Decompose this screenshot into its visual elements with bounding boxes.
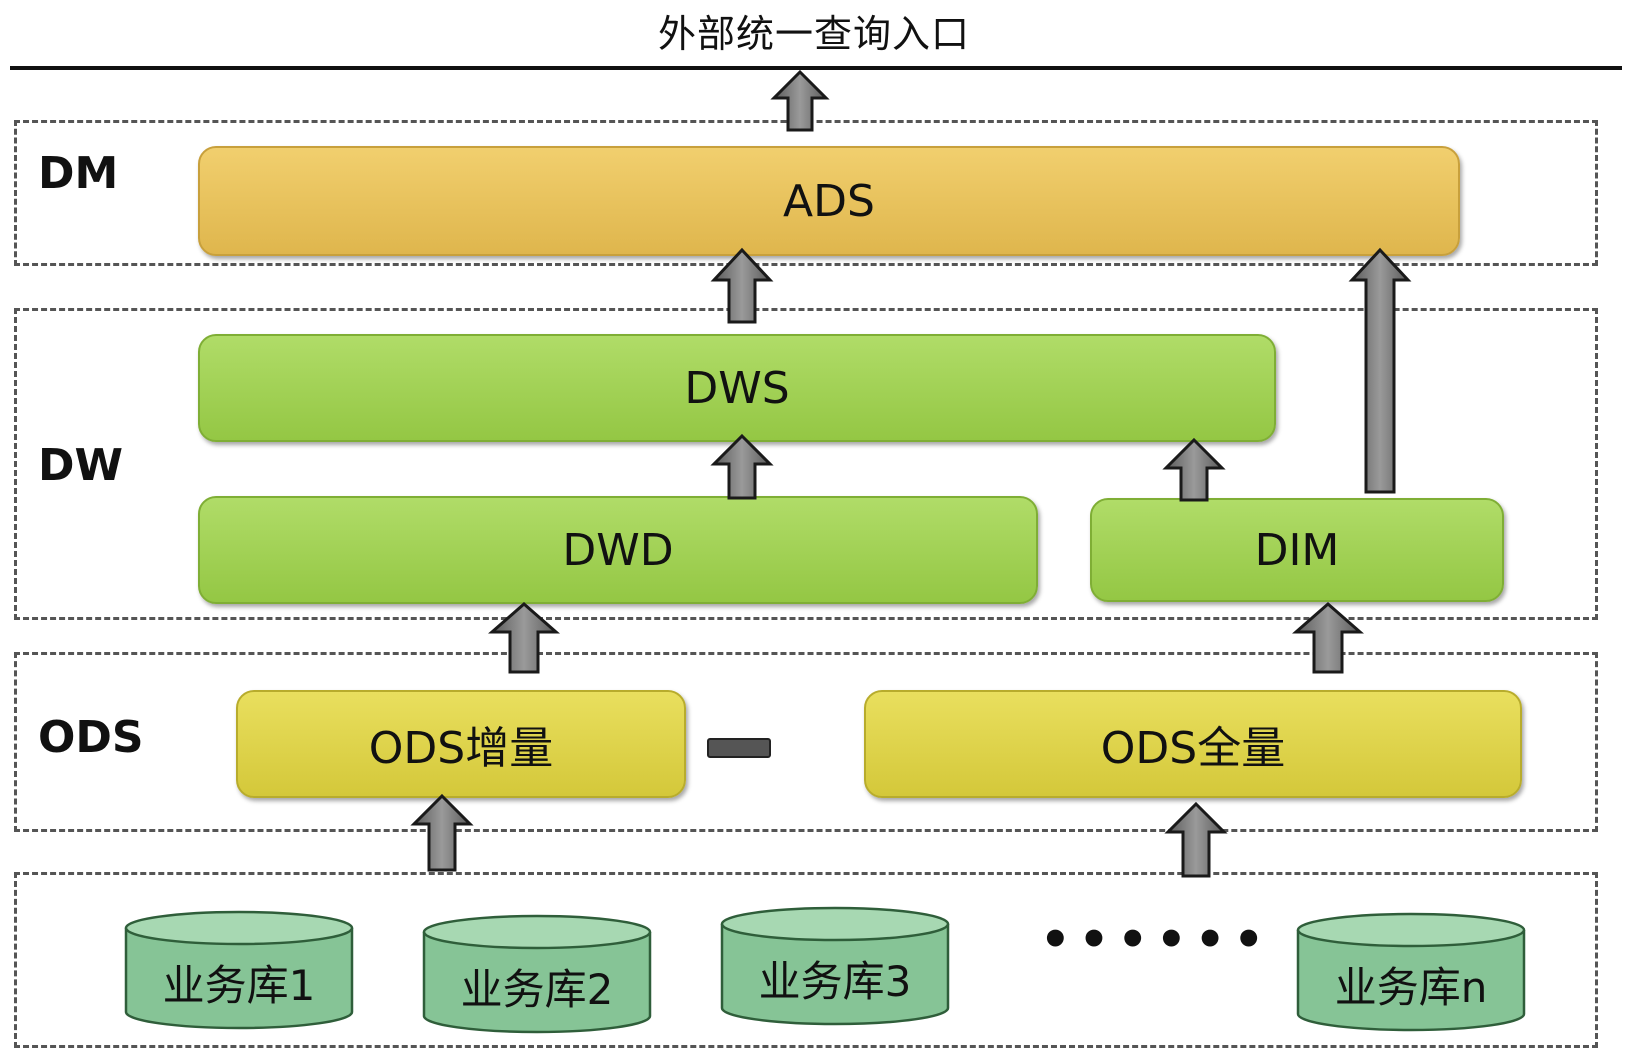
arrow-dim-to-dws bbox=[1162, 437, 1226, 502]
arrow-odsinc-to-dwd bbox=[488, 602, 560, 674]
layer-label-dm: DM bbox=[38, 148, 119, 199]
dws-label: DWS bbox=[684, 362, 790, 414]
dim-box: DIM bbox=[1090, 498, 1504, 602]
arrow-dwd-to-dws bbox=[710, 433, 774, 500]
database-2: 业务库2 bbox=[422, 914, 652, 1034]
ods-layer-band bbox=[14, 652, 1598, 832]
database-label: 业务库3 bbox=[758, 957, 912, 1006]
database-label: 业务库1 bbox=[162, 961, 316, 1010]
ods-full-box: ODS全量 bbox=[864, 690, 1522, 798]
ellipsis: •••••• bbox=[1040, 912, 1273, 968]
database-label: 业务库n bbox=[1334, 963, 1488, 1012]
database-cylinder-icon bbox=[720, 906, 950, 1026]
database-label: 业务库2 bbox=[460, 965, 614, 1014]
arrow-dim-to-ads bbox=[1348, 247, 1412, 494]
database-cylinder-icon bbox=[124, 910, 354, 1030]
ods-full-label: ODS全量 bbox=[1100, 723, 1286, 774]
ads-box: ADS bbox=[198, 146, 1460, 256]
layer-label-ods: ODS bbox=[38, 712, 144, 763]
database-cylinder-icon bbox=[1296, 912, 1526, 1032]
database-cylinder-icon bbox=[422, 914, 652, 1034]
page-title: 外部统一查询入口 bbox=[657, 12, 970, 56]
database-1: 业务库1 bbox=[124, 910, 354, 1030]
arrow-ads-to-entry bbox=[770, 69, 830, 132]
database-n: 业务库n bbox=[1296, 912, 1526, 1032]
arrow-src-to-odsinc bbox=[410, 793, 474, 872]
top-divider-line bbox=[10, 66, 1622, 70]
dw-layer-band bbox=[14, 308, 1598, 620]
dim-label: DIM bbox=[1254, 524, 1340, 576]
database-3: 业务库3 bbox=[720, 906, 950, 1026]
arrow-src-to-odsfull bbox=[1164, 801, 1228, 878]
ads-label: ADS bbox=[783, 175, 875, 227]
arrow-dws-to-ads bbox=[710, 247, 774, 324]
ods-link-dash bbox=[707, 738, 771, 758]
dwd-box: DWD bbox=[198, 496, 1038, 604]
source-layer-band bbox=[14, 872, 1598, 1048]
ods-incremental-label: ODS增量 bbox=[368, 723, 554, 774]
arrow-odsfull-to-dim bbox=[1292, 602, 1364, 674]
ods-incremental-box: ODS增量 bbox=[236, 690, 686, 798]
dwd-label: DWD bbox=[562, 524, 674, 576]
layer-label-dw: DW bbox=[38, 440, 124, 491]
